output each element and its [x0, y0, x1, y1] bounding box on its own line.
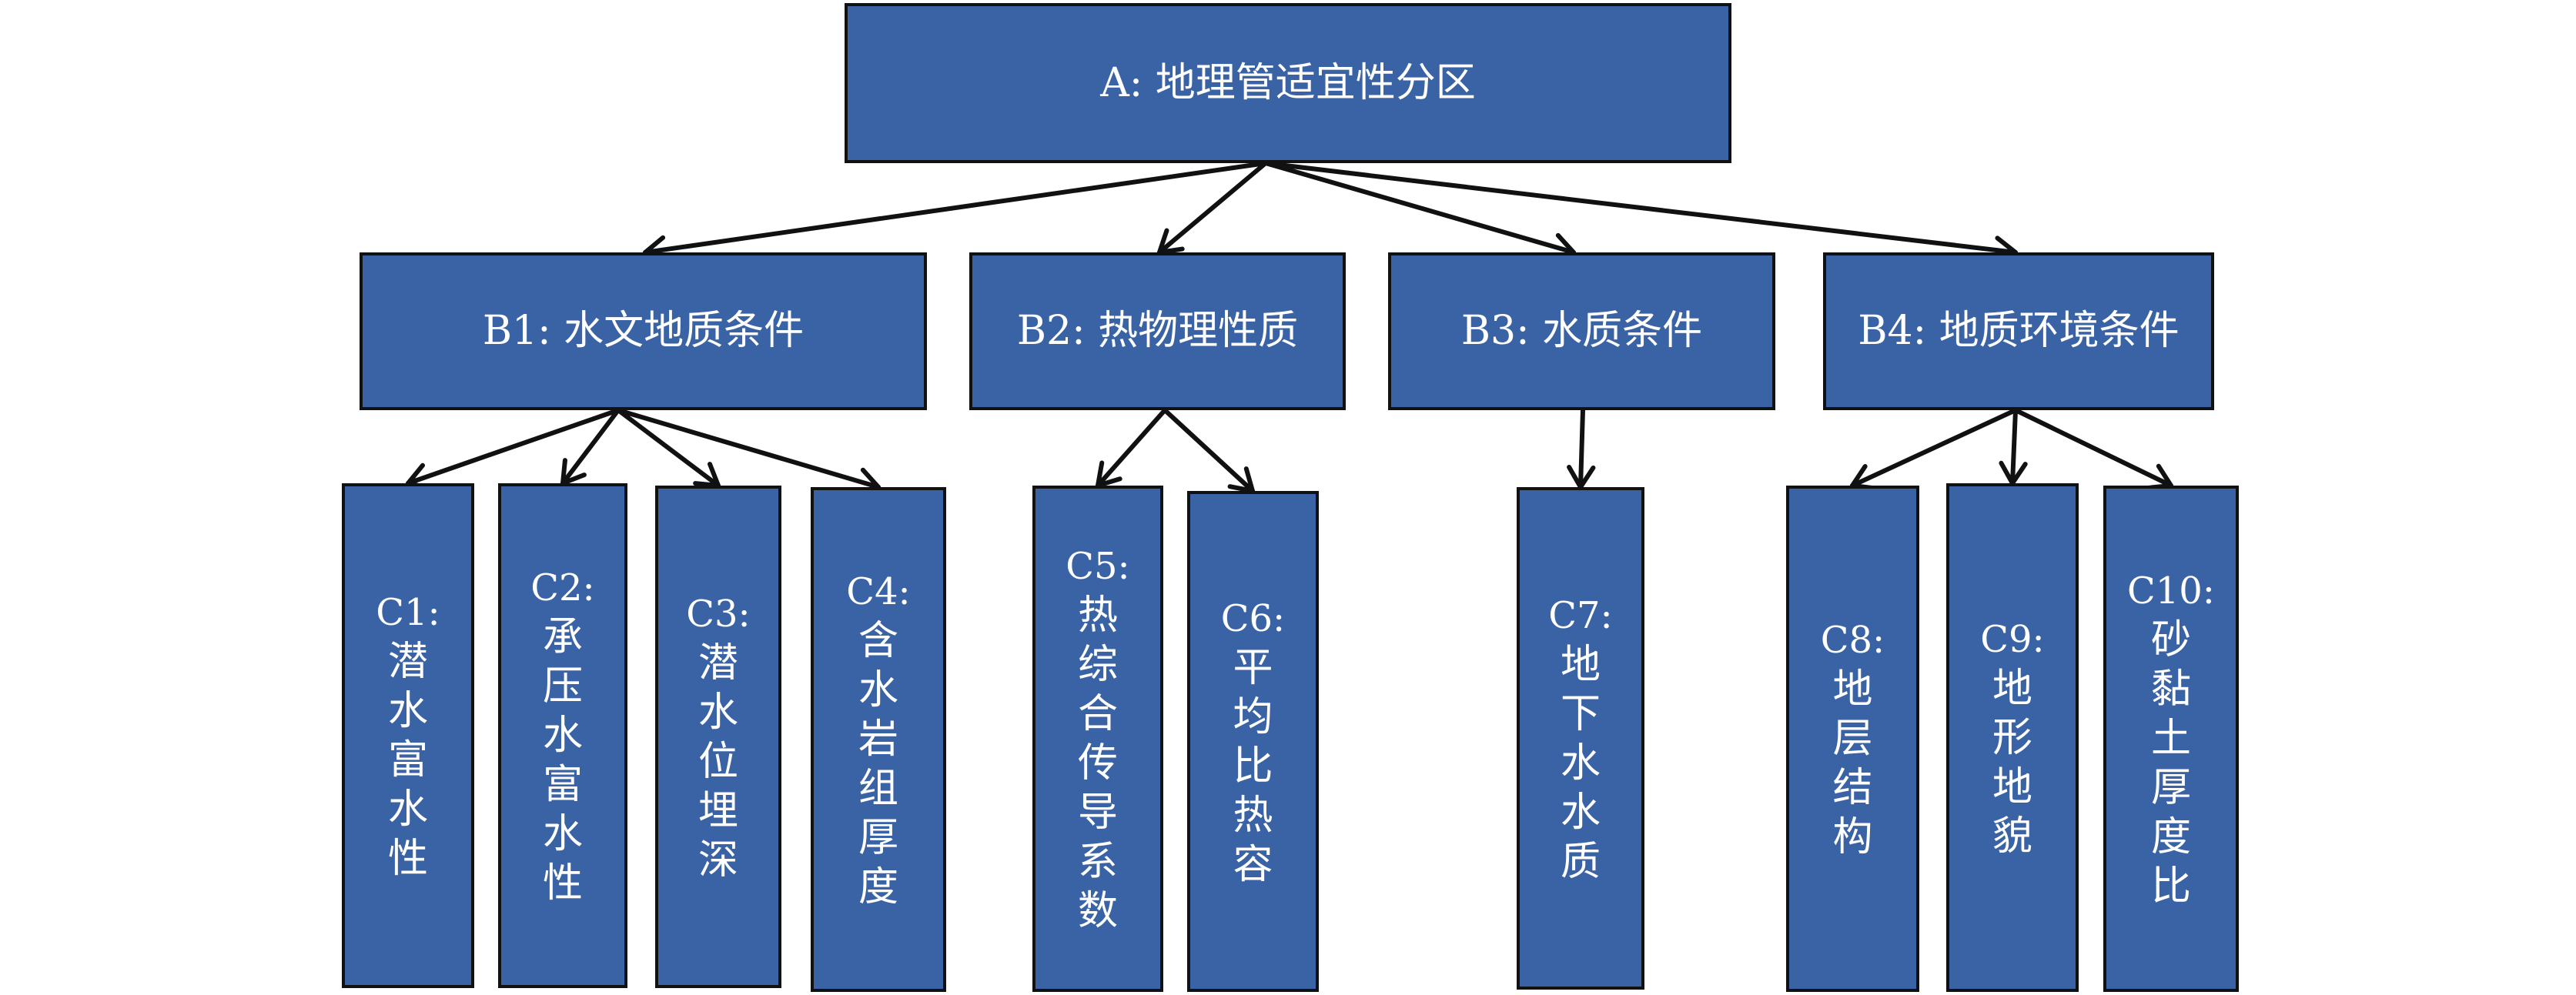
connector-arrow-b4-to-c10	[2013, 408, 2173, 490]
connector-arrow-root-to-b4	[1263, 161, 2018, 265]
indicator-label: 潜水富水性	[387, 639, 428, 882]
root-node: A: 地理管适宜性分区	[845, 3, 1731, 163]
indicator-label: 潜水位埋深	[698, 639, 738, 883]
indicator-node-c8: C8: 地层结构	[1786, 486, 1919, 992]
indicator-label: 地形地貌	[1992, 665, 2032, 860]
indicator-code: C6:	[1220, 596, 1286, 640]
indicator-label: 承压水富水性	[542, 614, 583, 907]
indicator-code: C1:	[376, 591, 440, 634]
connector-arrow-b2-to-c6	[1163, 408, 1255, 493]
criterion-node-b2: B2: 热物理性质	[969, 252, 1346, 410]
indicator-label: 地下水水质	[1560, 641, 1601, 885]
indicator-label: 地层结构	[1832, 666, 1873, 860]
indicator-node-c4: C4: 含水岩组厚度	[811, 487, 946, 992]
connector-arrow-b4-to-c9	[1999, 408, 2028, 486]
indicator-node-c5: C5: 热综合传导系数	[1032, 486, 1163, 992]
indicator-code: C7:	[1548, 593, 1613, 637]
criterion-label-b1: B1: 水文地质条件	[482, 308, 805, 355]
connector-arrow-root-to-b1	[643, 161, 1268, 264]
indicator-node-c9: C9: 地形地貌	[1946, 483, 2079, 992]
indicator-code: C10:	[2127, 569, 2215, 613]
indicator-node-c10: C10: 砂黏土厚度比	[2103, 486, 2239, 992]
criterion-node-b3: B3: 水质条件	[1388, 252, 1775, 410]
indicator-label: 含水岩组厚度	[858, 618, 898, 910]
indicator-code: C2:	[530, 566, 595, 609]
root-label: A: 地理管适宜性分区	[1100, 59, 1476, 106]
connector-arrow-b2-to-c5	[1096, 408, 1167, 488]
connector-arrow-b4-to-c8	[1850, 408, 2018, 491]
criterion-label-b2: B2: 热物理性质	[1016, 308, 1299, 355]
indicator-code: C9:	[1980, 617, 2045, 661]
indicator-label: 热综合传导系数	[1077, 593, 1118, 934]
indicator-label: 平均比热容	[1233, 644, 1273, 888]
connector-arrow-b1-to-c4	[616, 408, 881, 496]
indicator-code: C4:	[846, 570, 911, 613]
indicator-node-c3: C3: 潜水位埋深	[655, 486, 781, 988]
connector-arrow-root-to-b3	[1263, 161, 1576, 261]
indicator-label: 砂黏土厚度比	[2150, 617, 2191, 910]
criterion-node-b4: B4: 地质环境条件	[1823, 252, 2214, 410]
criterion-label-b4: B4: 地质环境条件	[1858, 308, 2180, 355]
indicator-code: C5:	[1066, 545, 1130, 588]
indicator-code: C8:	[1820, 619, 1885, 662]
indicator-node-c7: C7: 地下水水质	[1517, 487, 1644, 990]
indicator-node-c2: C2: 承压水富水性	[498, 483, 627, 988]
indicator-node-c1: C1: 潜水富水性	[342, 483, 474, 988]
indicator-code: C3:	[686, 592, 751, 636]
criterion-node-b1: B1: 水文地质条件	[360, 252, 927, 410]
criterion-label-b3: B3: 水质条件	[1460, 308, 1703, 355]
indicator-node-c6: C6: 平均比热容	[1187, 491, 1319, 992]
connector-arrow-b3-to-c7	[1567, 408, 1596, 489]
connector-arrow-b1-to-c3	[616, 408, 721, 488]
